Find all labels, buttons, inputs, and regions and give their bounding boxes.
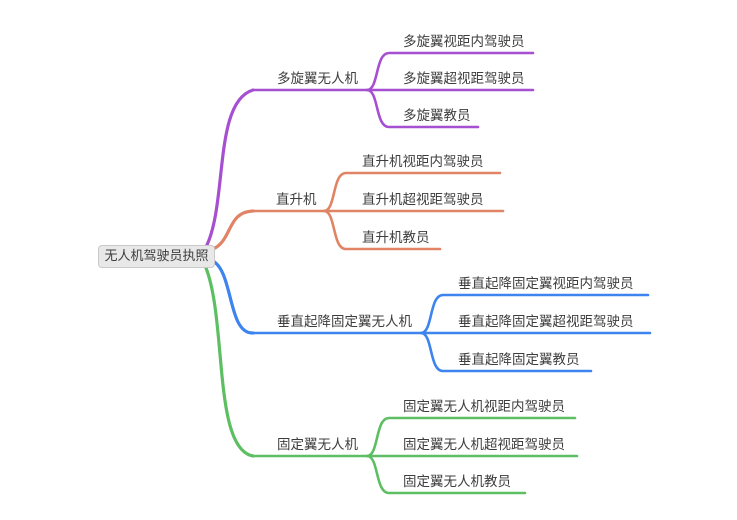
line-multirotor-child-up xyxy=(365,51,535,92)
line-fixed-wing-child-up xyxy=(365,416,577,458)
connector-root-to-helicopter xyxy=(209,209,255,252)
line-vtol-fixed-wing-child-down xyxy=(419,331,593,373)
line-multirotor-child-down xyxy=(365,88,480,129)
topic-multirotor-uav[interactable]: 多旋翼无人机 xyxy=(277,71,358,87)
subtopic-fixed-wing-vlos-pilot[interactable]: 固定翼无人机视距内驾驶员 xyxy=(403,399,565,415)
topic-vtol-fixed-wing-uav[interactable]: 垂直起降固定翼无人机 xyxy=(277,314,412,330)
subtopic-fixed-wing-bvlos-pilot[interactable]: 固定翼无人机超视距驾驶员 xyxy=(403,437,565,453)
subtopic-vtol-fixed-wing-vlos-pilot[interactable]: 垂直起降固定翼视距内驾驶员 xyxy=(458,276,634,292)
subtopic-helicopter-instructor[interactable]: 直升机教员 xyxy=(362,230,430,246)
root-topic-uav-pilot-license[interactable]: 无人机驾驶员执照 xyxy=(98,245,215,268)
subtopic-multirotor-bvlos-pilot[interactable]: 多旋翼超视距驾驶员 xyxy=(403,71,525,87)
subtopic-vtol-fixed-wing-instructor[interactable]: 垂直起降固定翼教员 xyxy=(458,352,580,368)
subtopic-fixed-wing-instructor[interactable]: 固定翼无人机教员 xyxy=(403,474,511,490)
subtopic-vtol-fixed-wing-bvlos-pilot[interactable]: 垂直起降固定翼超视距驾驶员 xyxy=(458,314,634,330)
connector-root-to-vtol-fixed-wing xyxy=(209,258,255,335)
topic-helicopter[interactable]: 直升机 xyxy=(276,192,317,208)
topic-fixed-wing-uav[interactable]: 固定翼无人机 xyxy=(277,437,358,453)
subtopic-multirotor-instructor[interactable]: 多旋翼教员 xyxy=(403,108,471,124)
line-vtol-fixed-wing-child-up xyxy=(419,293,650,335)
subtopic-helicopter-vlos-pilot[interactable]: 直升机视距内驾驶员 xyxy=(362,154,484,170)
line-fixed-wing-child-down xyxy=(365,454,527,495)
line-helicopter-child-down xyxy=(322,209,442,251)
connector-root-to-multirotor xyxy=(204,88,255,249)
subtopic-multirotor-vlos-pilot[interactable]: 多旋翼视距内驾驶员 xyxy=(403,34,525,50)
line-helicopter-child-up xyxy=(322,171,502,213)
connector-root-to-fixed-wing xyxy=(204,266,255,458)
subtopic-helicopter-bvlos-pilot[interactable]: 直升机超视距驾驶员 xyxy=(362,192,484,208)
